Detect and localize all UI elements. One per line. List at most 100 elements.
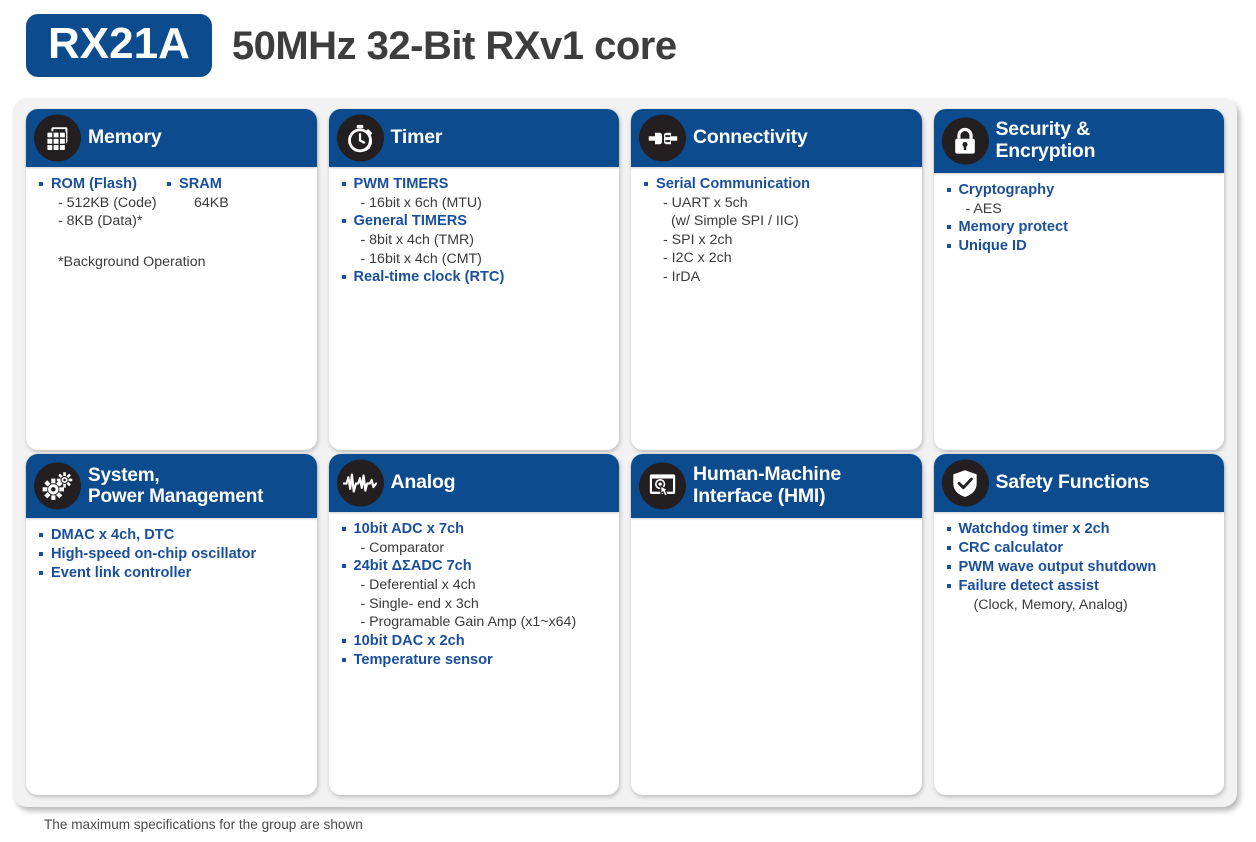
- feature-sub: - I2C x 2ch: [663, 250, 732, 267]
- card-title-line1: Security &: [995, 118, 1091, 141]
- list-item: General TIMERS: [341, 212, 610, 231]
- feature-main: Real-time clock (RTC): [341, 268, 610, 287]
- memory-footnote: *Background Operation: [58, 253, 206, 270]
- card-title-timer: Timer: [390, 126, 443, 149]
- card-header-analog: Analog: [328, 454, 619, 512]
- list-item: 10bit ADC x 7ch: [341, 520, 610, 539]
- card-title-line2: Power Management: [88, 486, 264, 507]
- feature-sub: - 16bit x 4ch (CMT): [360, 250, 482, 267]
- feature-sub: - AES: [965, 200, 1002, 217]
- card-header-connectivity: Connectivity: [631, 109, 922, 167]
- list-item: - SPI x 2ch: [643, 231, 912, 249]
- list-item: (Clock, Memory, Analog): [946, 596, 1215, 614]
- list-item: Unique ID: [946, 237, 1215, 256]
- gears-icon: [34, 462, 81, 510]
- feature-main: PWM TIMERS: [341, 175, 610, 194]
- feature-sub: - Programable Gain Amp (x1~x64): [360, 614, 577, 631]
- feature-sub: - UART x 5ch: [663, 194, 748, 211]
- card-header-timer: Timer: [328, 109, 619, 167]
- feature-main: Failure detect assist: [946, 577, 1215, 596]
- list-item: - AES: [946, 200, 1215, 218]
- list-item: Serial Communication: [643, 175, 912, 194]
- feature-main: 24bit ΔΣADC 7ch: [341, 557, 610, 576]
- list-item: DMAC x 4ch, DTC: [38, 526, 307, 545]
- card-body-connectivity: Serial Communication- UART x 5ch(w/ Simp…: [631, 167, 922, 296]
- feature-main: High-speed on-chip oscillator: [38, 545, 307, 564]
- list-item: - IrDA: [643, 268, 912, 286]
- list-item: PWM wave output shutdown: [946, 558, 1215, 577]
- feature-sub: - Deferential x 4ch: [360, 577, 476, 594]
- list-item: Cryptography: [946, 181, 1215, 200]
- list-item: - 8bit x 4ch (TMR): [341, 231, 610, 249]
- stopwatch-icon: [336, 114, 384, 162]
- touchscreen-icon: [639, 462, 686, 510]
- feature-sub: - Comparator: [360, 539, 445, 556]
- feature-sub: - 512KB (Code): [58, 194, 157, 211]
- feature-sub: - Single- end x 3ch: [360, 595, 479, 612]
- spacer: [38, 231, 307, 253]
- feature-sub: - 8KB (Data)*: [58, 213, 143, 230]
- list-item: - 16bit x 4ch (CMT): [341, 250, 610, 268]
- list-item: CRC calculator: [946, 539, 1215, 558]
- footnote: The maximum specifications for the group…: [44, 817, 363, 832]
- list-item: - Programable Gain Amp (x1~x64): [341, 613, 610, 631]
- list-item: Event link controller: [38, 564, 307, 583]
- card-header-system-power-management: System,Power Management: [26, 454, 317, 518]
- card-title-line2: Interface (HMI): [693, 485, 826, 507]
- card-title-memory: Memory: [88, 126, 162, 149]
- memory-chip-icon: [34, 114, 81, 162]
- list-item: - 16bit x 6ch (MTU): [341, 194, 610, 212]
- feature-list: Serial Communication- UART x 5ch(w/ Simp…: [643, 175, 912, 286]
- chip-name-badge: RX21A: [26, 14, 212, 77]
- feature-main: CRC calculator: [946, 539, 1215, 558]
- card-title-connectivity: Connectivity: [693, 126, 808, 149]
- feature-main: 10bit DAC x 2ch: [341, 632, 610, 651]
- list-item: 10bit DAC x 2ch: [341, 632, 610, 651]
- feature-main: Unique ID: [946, 237, 1215, 256]
- padlock-icon: [941, 117, 989, 165]
- plug-connector-icon: [639, 114, 686, 162]
- feature-main: SRAM: [166, 175, 229, 194]
- card-title-security-encryption: Security &Encryption: [995, 118, 1096, 163]
- memory-column-rom: ROM (Flash)- 512KB (Code) - 8KB (Data)*: [38, 175, 166, 231]
- feature-main: General TIMERS: [341, 212, 610, 231]
- feature-main: Cryptography: [946, 181, 1215, 200]
- feature-main: ROM (Flash): [38, 175, 166, 194]
- list-item: Real-time clock (RTC): [341, 268, 610, 287]
- shield-check-icon: [941, 459, 989, 507]
- list-item: - Deferential x 4ch: [341, 576, 610, 594]
- feature-main: Memory protect: [946, 218, 1215, 237]
- list-item: (w/ Simple SPI / IIC): [643, 212, 912, 230]
- feature-sub: - IrDA: [663, 268, 701, 285]
- feature-main: PWM wave output shutdown: [946, 558, 1215, 577]
- list-item: - Comparator: [341, 539, 610, 557]
- feature-main: Watchdog timer x 2ch: [946, 520, 1215, 539]
- list-item: High-speed on-chip oscillator: [38, 545, 307, 564]
- card-header-security-encryption: Security &Encryption: [933, 109, 1224, 173]
- card-title-line1: Human-Machine: [693, 463, 842, 486]
- list-item: Memory protect: [946, 218, 1215, 237]
- memory-columns: ROM (Flash)- 512KB (Code) - 8KB (Data)* SR…: [38, 175, 307, 231]
- feature-main: DMAC x 4ch, DTC: [38, 526, 307, 545]
- list-item: Watchdog timer x 2ch: [946, 520, 1215, 539]
- card-body-human-machine-interface: [631, 518, 922, 536]
- feature-sub: - SPI x 2ch: [663, 231, 733, 248]
- list-item: - UART x 5ch: [643, 194, 912, 212]
